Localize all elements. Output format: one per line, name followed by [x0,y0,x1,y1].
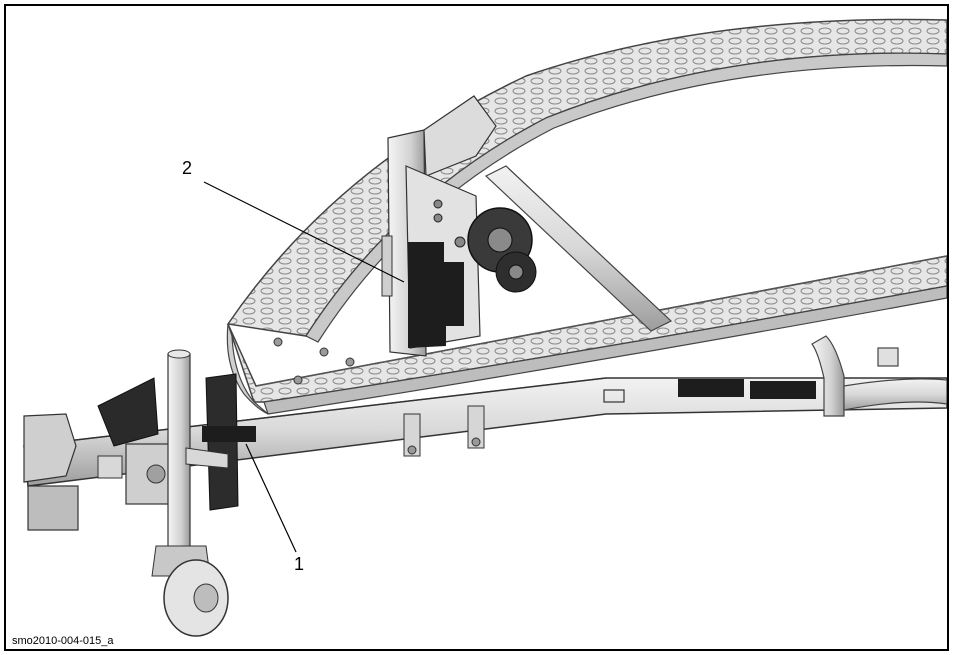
leader-line-1 [245,443,297,553]
figure-frame: 2 1 smo2010-004-015_a [4,4,949,651]
callout-2: 2 [182,158,193,178]
decal-2 [408,242,464,348]
bunk-nose [226,323,269,415]
side-support [811,335,845,417]
jack-wheel-hub [193,583,219,613]
callout-1: 1 [294,554,305,574]
end-cap [877,347,899,367]
figure-caption: smo2010-004-015_a [12,635,114,647]
decal-1 [202,426,256,442]
boat-trailer-illustration [23,18,947,637]
beam-slot [603,389,625,403]
leader-line-2 [203,181,405,283]
jack-post-top [167,349,191,359]
beam-decal-left [678,379,744,397]
cross-tube [484,165,673,332]
chock-left [97,377,159,447]
mount-plate-a [403,413,421,457]
lower-bunk-rail [227,255,947,415]
beam-decal-right [750,381,816,399]
jack-bolt [146,464,166,484]
winch-roller-upper-hub [487,227,513,253]
winch-roller-lower-hub [508,264,524,280]
mount-plate-b [467,405,485,449]
side-bracket [843,378,947,411]
jack-handle [185,447,229,469]
coupler [23,413,123,531]
